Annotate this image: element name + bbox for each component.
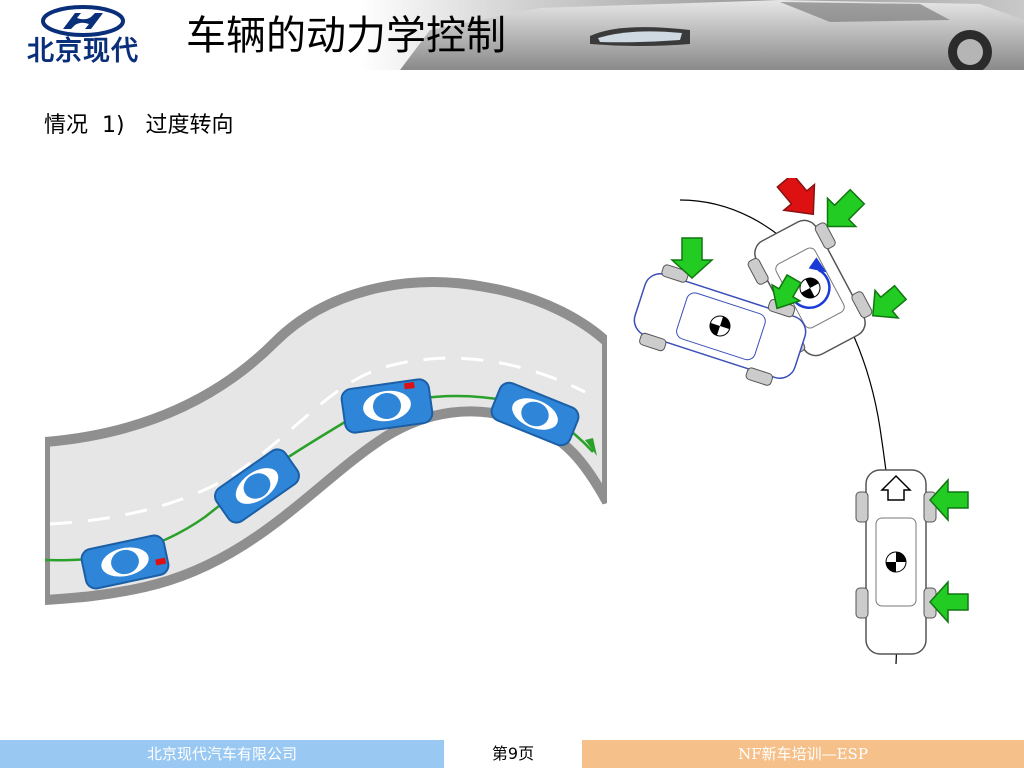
red-force-arrow	[776, 178, 816, 216]
green-force-arrow-2	[826, 188, 866, 228]
vehicle-dynamics-diagram	[633, 178, 969, 665]
brand-text: 北京现代	[27, 36, 139, 67]
green-force-arrow-3	[771, 273, 802, 310]
green-force-arrow-4	[871, 284, 908, 319]
footer-page-number: 第9页	[491, 744, 535, 763]
road-surface	[45, 277, 607, 606]
car-photo-banner	[360, 0, 1024, 70]
car-bottom-straight	[855, 469, 937, 655]
footer-course-bar: NF新车培训—ESP	[582, 740, 1024, 768]
slide-title: 车辆的动力学控制	[186, 13, 506, 59]
forward-arrow-icon	[880, 474, 912, 501]
header-bar: 北京现代 车辆的动力学控制	[0, 0, 1024, 70]
car-1	[80, 534, 170, 590]
car-left-oversteer	[633, 264, 807, 386]
hyundai-h-emblem-icon	[41, 5, 125, 37]
footer-company-bar: 北京现代汽车有限公司	[0, 740, 444, 768]
road-oversteer-illustration	[45, 262, 607, 630]
footer-course: NF新车培训—ESP	[738, 745, 868, 763]
case-subtitle: 情况 1) 过度转向	[44, 113, 234, 138]
car-4	[490, 381, 580, 447]
car-3	[340, 378, 434, 434]
green-force-arrow-1	[670, 237, 714, 280]
green-force-arrow-5	[928, 478, 969, 522]
trajectory-arrowhead	[585, 438, 597, 456]
car-2	[214, 448, 300, 524]
footer-company: 北京现代汽车有限公司	[146, 745, 297, 763]
green-force-arrow-6	[928, 580, 969, 624]
hyundai-logo: 北京现代	[8, 5, 158, 67]
